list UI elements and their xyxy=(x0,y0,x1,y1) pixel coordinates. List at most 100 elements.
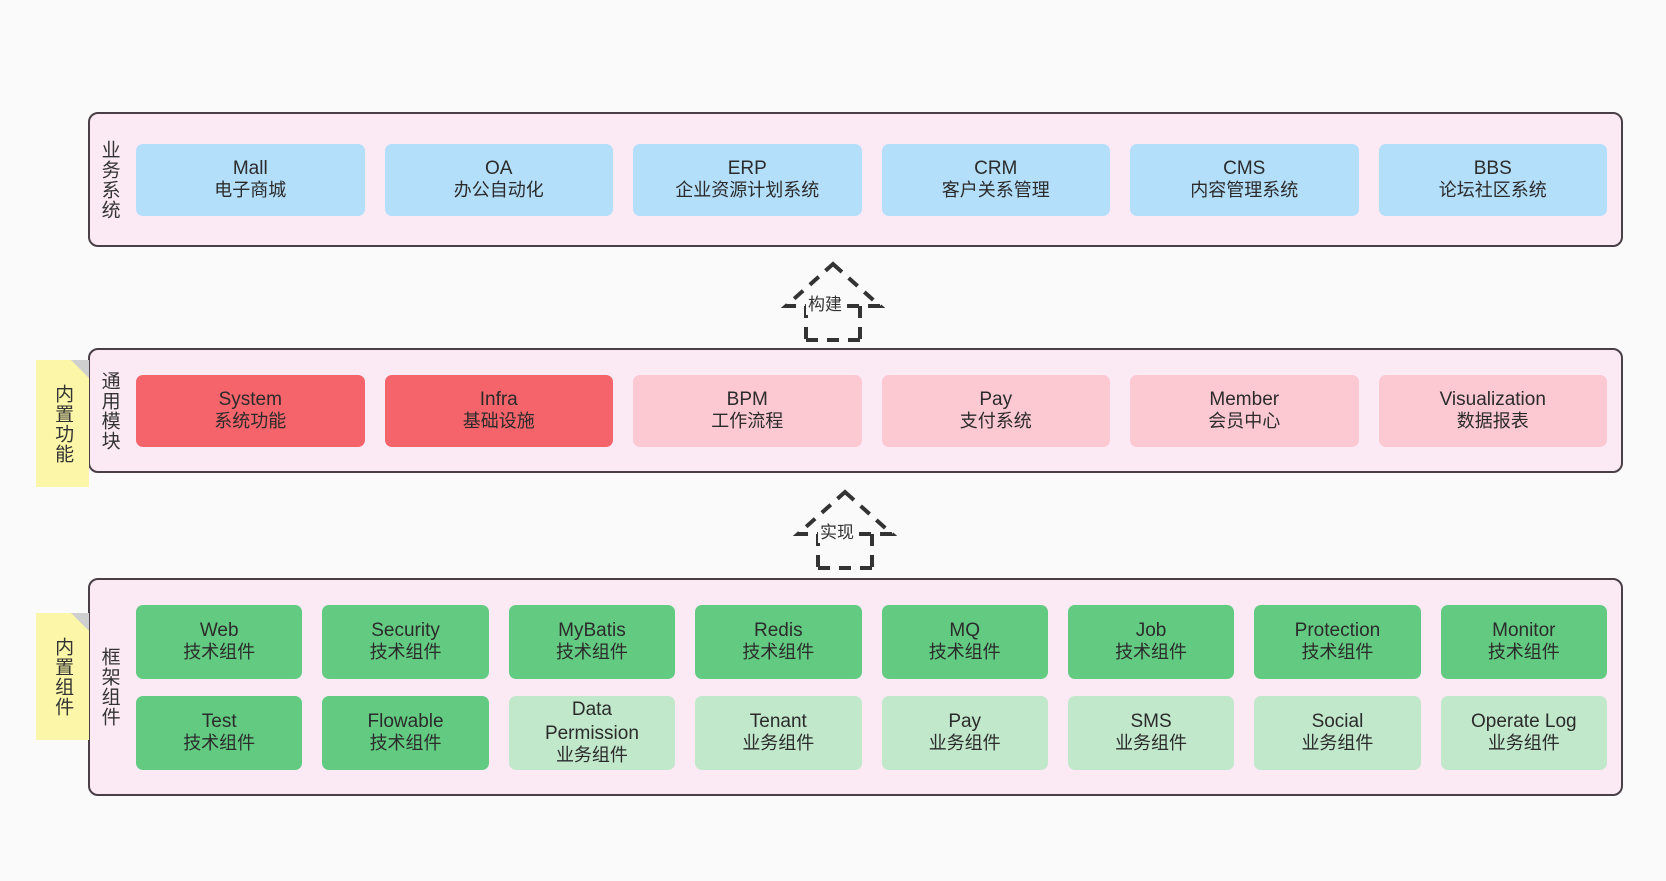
card-social[interactable]: Social 业务组件 xyxy=(1254,695,1421,770)
card-title: Tenant xyxy=(749,710,807,732)
card-security[interactable]: Security 技术组件 xyxy=(322,604,489,679)
card-subtitle: 系统功能 xyxy=(214,411,287,432)
connector-label-implement: 实现 xyxy=(818,518,856,543)
card-title: Flowable xyxy=(367,710,444,732)
card-pay[interactable]: Pay 支付系统 xyxy=(881,374,1110,447)
card-subtitle: 技术组件 xyxy=(369,642,442,663)
layer-title-business-system: 业务系统 xyxy=(98,139,120,220)
card-title: Social xyxy=(1311,710,1364,732)
card-data-permission[interactable]: Data Permission 业务组件 xyxy=(508,695,676,770)
card-subtitle: 业务组件 xyxy=(1487,733,1560,754)
card-flowable[interactable]: Flowable 技术组件 xyxy=(322,695,489,770)
card-subtitle: 电子商城 xyxy=(214,180,287,201)
note-fold-corner-icon xyxy=(71,360,89,378)
card-cms[interactable]: CMS 内容管理系统 xyxy=(1130,143,1359,216)
card-subtitle: 技术组件 xyxy=(369,733,442,754)
card-subtitle: 技术组件 xyxy=(1301,642,1374,663)
note-label: 内置功能 xyxy=(52,383,74,464)
note-fold-corner-icon xyxy=(71,613,89,631)
card-subtitle: 内容管理系统 xyxy=(1190,180,1299,201)
card-title: Visualization xyxy=(1439,388,1546,410)
card-subtitle: 技术组件 xyxy=(183,642,256,663)
note-label: 内置组件 xyxy=(52,636,74,717)
card-web[interactable]: Web 技术组件 xyxy=(136,604,303,679)
card-title: Mall xyxy=(232,157,268,179)
card-subtitle: 基础设施 xyxy=(462,411,535,432)
card-subtitle: 技术组件 xyxy=(1487,642,1560,663)
card-subtitle: 数据报表 xyxy=(1456,411,1529,432)
card-title: BBS xyxy=(1473,157,1512,179)
card-subtitle: 会员中心 xyxy=(1208,411,1281,432)
card-row-technical: Web 技术组件 Security 技术组件 MyBatis 技术组件 Redi… xyxy=(136,604,1607,679)
card-subtitle: 工作流程 xyxy=(711,411,784,432)
card-job[interactable]: Job 技术组件 xyxy=(1067,604,1235,679)
card-visualization[interactable]: Visualization 数据报表 xyxy=(1378,374,1607,447)
card-title: ERP xyxy=(727,157,767,179)
card-pay-business[interactable]: Pay 业务组件 xyxy=(881,695,1048,770)
note-builtin-component: 内置组件 xyxy=(36,613,89,740)
layer-body-common-module: System 系统功能 Infra 基础设施 BPM 工作流程 Pay 支付系统… xyxy=(128,350,1621,471)
layer-title-framework-component: 框架组件 xyxy=(98,647,120,727)
card-redis[interactable]: Redis 技术组件 xyxy=(695,604,862,679)
card-monitor[interactable]: Monitor 技术组件 xyxy=(1440,604,1607,679)
card-title: MQ xyxy=(949,619,980,641)
card-subtitle: 企业资源计划系统 xyxy=(675,180,820,201)
card-title: Operate Log xyxy=(1470,710,1577,732)
card-sms[interactable]: SMS 业务组件 xyxy=(1067,695,1235,770)
card-title: Test xyxy=(201,710,237,732)
layer-body-business-system: Mall 电子商城 OA 办公自动化 ERP 企业资源计划系统 CRM 客户关系… xyxy=(128,114,1621,245)
card-oa[interactable]: OA 办公自动化 xyxy=(384,143,613,216)
card-subtitle: 业务组件 xyxy=(1115,733,1188,754)
card-subtitle: 业务组件 xyxy=(742,733,815,754)
card-title: BPM xyxy=(726,388,768,410)
card-subtitle: 技术组件 xyxy=(1115,642,1188,663)
card-title: Infra xyxy=(479,388,518,410)
card-subtitle: 客户关系管理 xyxy=(941,180,1050,201)
card-subtitle: 技术组件 xyxy=(183,733,256,754)
layer-framework-component: 框架组件 Web 技术组件 Security 技术组件 MyBatis 技术组件… xyxy=(88,578,1623,796)
card-row: System 系统功能 Infra 基础设施 BPM 工作流程 Pay 支付系统… xyxy=(136,374,1607,447)
card-title: Protection xyxy=(1294,619,1381,641)
connector-implement: 实现 xyxy=(770,489,920,570)
note-builtin-function: 内置功能 xyxy=(36,360,89,487)
layer-business-system: 业务系统 Mall 电子商城 OA 办公自动化 ERP 企业资源计划系统 CRM… xyxy=(88,112,1623,247)
card-title: Monitor xyxy=(1492,619,1556,641)
connector-label-build: 构建 xyxy=(806,290,844,315)
card-tenant[interactable]: Tenant 业务组件 xyxy=(695,695,862,770)
card-system[interactable]: System 系统功能 xyxy=(136,374,365,447)
card-title: Redis xyxy=(754,619,803,641)
card-bbs[interactable]: BBS 论坛社区系统 xyxy=(1378,143,1607,216)
card-title: CMS xyxy=(1223,157,1266,179)
card-title: Data Permission xyxy=(544,699,639,744)
card-infra[interactable]: Infra 基础设施 xyxy=(384,374,613,447)
connector-build: 构建 xyxy=(758,261,908,342)
layer-common-module: 通用模块 System 系统功能 Infra 基础设施 BPM 工作流程 Pay… xyxy=(88,348,1623,473)
card-member[interactable]: Member 会员中心 xyxy=(1130,374,1359,447)
card-subtitle: 业务组件 xyxy=(555,744,628,765)
card-subtitle: 技术组件 xyxy=(742,642,815,663)
card-protection[interactable]: Protection 技术组件 xyxy=(1254,604,1421,679)
card-title: System xyxy=(218,388,282,410)
card-crm[interactable]: CRM 客户关系管理 xyxy=(881,143,1110,216)
card-bpm[interactable]: BPM 工作流程 xyxy=(633,374,862,447)
card-mq[interactable]: MQ 技术组件 xyxy=(881,604,1048,679)
card-subtitle: 论坛社区系统 xyxy=(1438,180,1547,201)
card-operate-log[interactable]: Operate Log 业务组件 xyxy=(1440,695,1607,770)
card-subtitle: 技术组件 xyxy=(928,642,1001,663)
card-subtitle: 业务组件 xyxy=(1301,733,1374,754)
card-mall[interactable]: Mall 电子商城 xyxy=(136,143,365,216)
card-title: Pay xyxy=(948,710,982,732)
card-title: CRM xyxy=(974,157,1018,179)
card-title: Member xyxy=(1209,388,1280,410)
card-mybatis[interactable]: MyBatis 技术组件 xyxy=(508,604,676,679)
layer-title-common-module: 通用模块 xyxy=(98,370,120,451)
layer-body-framework-component: Web 技术组件 Security 技术组件 MyBatis 技术组件 Redi… xyxy=(128,580,1621,794)
card-test[interactable]: Test 技术组件 xyxy=(136,695,303,770)
card-title: Job xyxy=(1135,619,1167,641)
card-row-business: Test 技术组件 Flowable 技术组件 Data Permission … xyxy=(136,695,1607,770)
card-title: SMS xyxy=(1130,710,1172,732)
card-title: Security xyxy=(371,619,440,641)
card-erp[interactable]: ERP 企业资源计划系统 xyxy=(633,143,862,216)
card-title: Web xyxy=(199,619,239,641)
